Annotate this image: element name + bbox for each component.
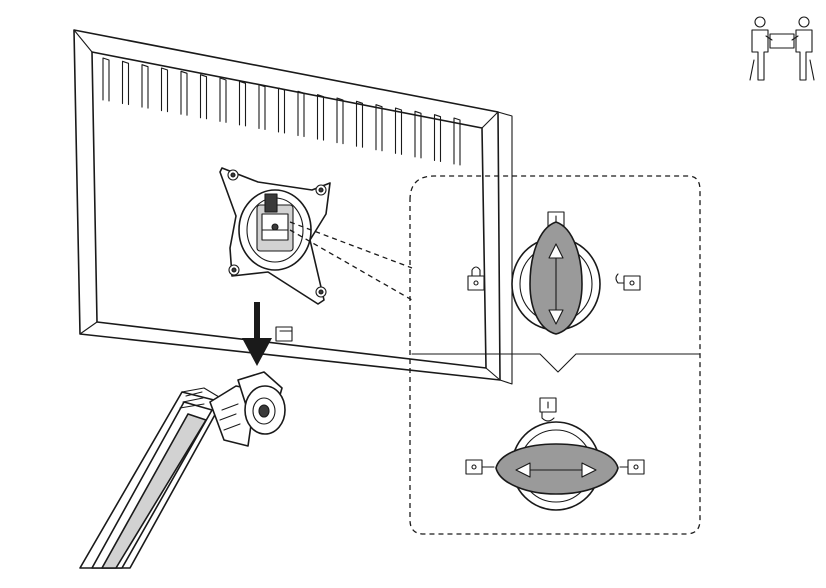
- vent-slot: [414, 110, 422, 159]
- vent-slot: [238, 80, 247, 127]
- detail-callout: [289, 175, 701, 535]
- lock-closed-icon: [467, 266, 485, 291]
- monitor-arm: [79, 371, 286, 569]
- vent-slot: [394, 107, 403, 155]
- vent-slot: [258, 84, 266, 130]
- vent-slot: [355, 100, 364, 148]
- vent-slot: [121, 60, 130, 106]
- vent-slot: [277, 87, 286, 134]
- two-person-lift-icon: [749, 16, 815, 81]
- lock-open-icon: [619, 459, 645, 475]
- vent-slot: [219, 77, 227, 123]
- arrow-down-icon: [242, 302, 272, 366]
- detail-panel-vertical-lock: [511, 211, 601, 335]
- lock-hanging-icon: [539, 397, 557, 422]
- detail-panel-horizontal-lock: [495, 421, 619, 511]
- vent-slot: [199, 74, 208, 120]
- lock-open-icon: [615, 273, 641, 291]
- vent-slot: [375, 104, 383, 152]
- vent-slot: [102, 57, 110, 102]
- vent-slot: [316, 94, 325, 141]
- vent-slot: [141, 64, 149, 109]
- vent-slot: [297, 90, 305, 138]
- vent-slot: [433, 114, 442, 162]
- vent-slot: [160, 67, 169, 113]
- vent-slot: [180, 70, 188, 116]
- vent-slot: [336, 97, 344, 145]
- slot-window: [275, 326, 293, 342]
- vesa-plate: [219, 167, 331, 305]
- vent-slot: [453, 117, 461, 166]
- lock-closed-icon: [465, 459, 495, 475]
- ventilation-slots: [102, 57, 461, 166]
